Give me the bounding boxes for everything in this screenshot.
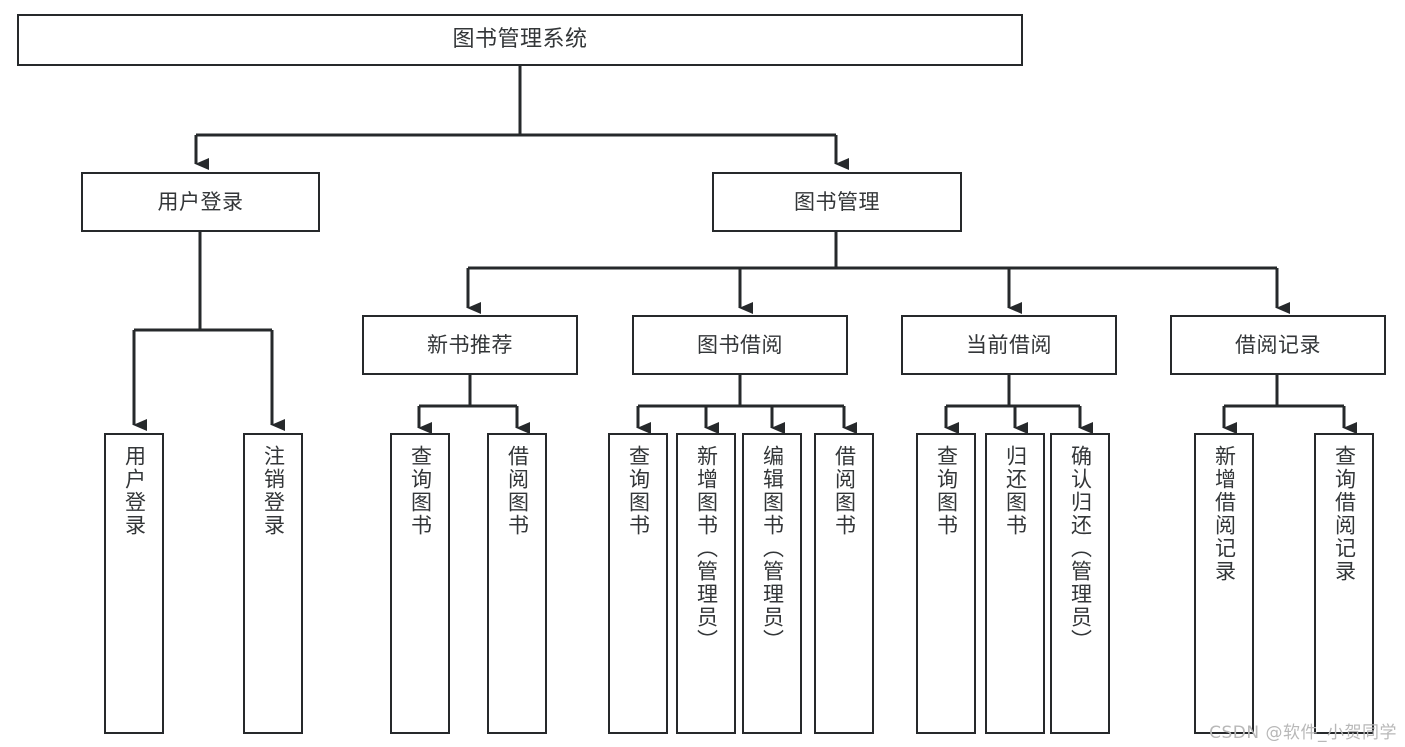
node-current-borrow-label: 当前借阅	[966, 332, 1052, 357]
node-borrow-record[interactable]: 借阅记录	[1170, 315, 1386, 375]
node-book-borrow-label: 图书借阅	[697, 332, 783, 357]
node-leaf-query-book-3-label: 查询图书	[934, 445, 959, 537]
node-leaf-logout-label: 注销登录	[261, 445, 286, 537]
node-leaf-confirm-return[interactable]: 确认归还（管理员）	[1050, 433, 1110, 734]
node-root[interactable]: 图书管理系统	[17, 14, 1023, 66]
node-leaf-query-book-1-label: 查询图书	[408, 445, 433, 537]
watermark-text: CSDN @软件_小贺同学	[1209, 723, 1397, 743]
node-leaf-add-record[interactable]: 新增借阅记录	[1194, 433, 1254, 734]
node-leaf-query-record[interactable]: 查询借阅记录	[1314, 433, 1374, 734]
node-book-manage-label: 图书管理	[794, 189, 880, 214]
node-leaf-edit-book[interactable]: 编辑图书（管理员）	[742, 433, 802, 734]
node-leaf-user-login-label: 用户登录	[122, 445, 147, 537]
node-user-login-label: 用户登录	[157, 189, 244, 214]
node-leaf-query-book-2[interactable]: 查询图书	[608, 433, 668, 734]
node-leaf-add-book-label: 新增图书（管理员）	[694, 445, 719, 652]
node-root-label: 图书管理系统	[452, 27, 588, 53]
node-leaf-query-book-2-label: 查询图书	[626, 445, 651, 537]
node-leaf-add-record-label: 新增借阅记录	[1212, 445, 1237, 583]
node-new-book-rec[interactable]: 新书推荐	[362, 315, 578, 375]
node-leaf-edit-book-label: 编辑图书（管理员）	[760, 445, 785, 652]
node-leaf-return-book-label: 归还图书	[1003, 445, 1028, 537]
node-leaf-borrow-book-1-label: 借阅图书	[505, 445, 530, 537]
node-leaf-query-book-3[interactable]: 查询图书	[916, 433, 976, 734]
node-book-borrow[interactable]: 图书借阅	[632, 315, 848, 375]
node-book-manage[interactable]: 图书管理	[712, 172, 962, 232]
node-leaf-query-record-label: 查询借阅记录	[1332, 445, 1357, 583]
node-current-borrow[interactable]: 当前借阅	[901, 315, 1117, 375]
node-leaf-return-book[interactable]: 归还图书	[985, 433, 1045, 734]
node-leaf-user-login[interactable]: 用户登录	[104, 433, 164, 734]
node-borrow-record-label: 借阅记录	[1235, 332, 1321, 357]
node-leaf-borrow-book-1[interactable]: 借阅图书	[487, 433, 547, 734]
node-leaf-borrow-book-2[interactable]: 借阅图书	[814, 433, 874, 734]
node-new-book-rec-label: 新书推荐	[427, 332, 513, 357]
node-leaf-query-book-1[interactable]: 查询图书	[390, 433, 450, 734]
node-user-login[interactable]: 用户登录	[81, 172, 320, 232]
node-leaf-confirm-return-label: 确认归还（管理员）	[1068, 445, 1093, 652]
node-leaf-logout[interactable]: 注销登录	[243, 433, 303, 734]
node-leaf-add-book[interactable]: 新增图书（管理员）	[676, 433, 736, 734]
node-leaf-borrow-book-2-label: 借阅图书	[832, 445, 857, 537]
